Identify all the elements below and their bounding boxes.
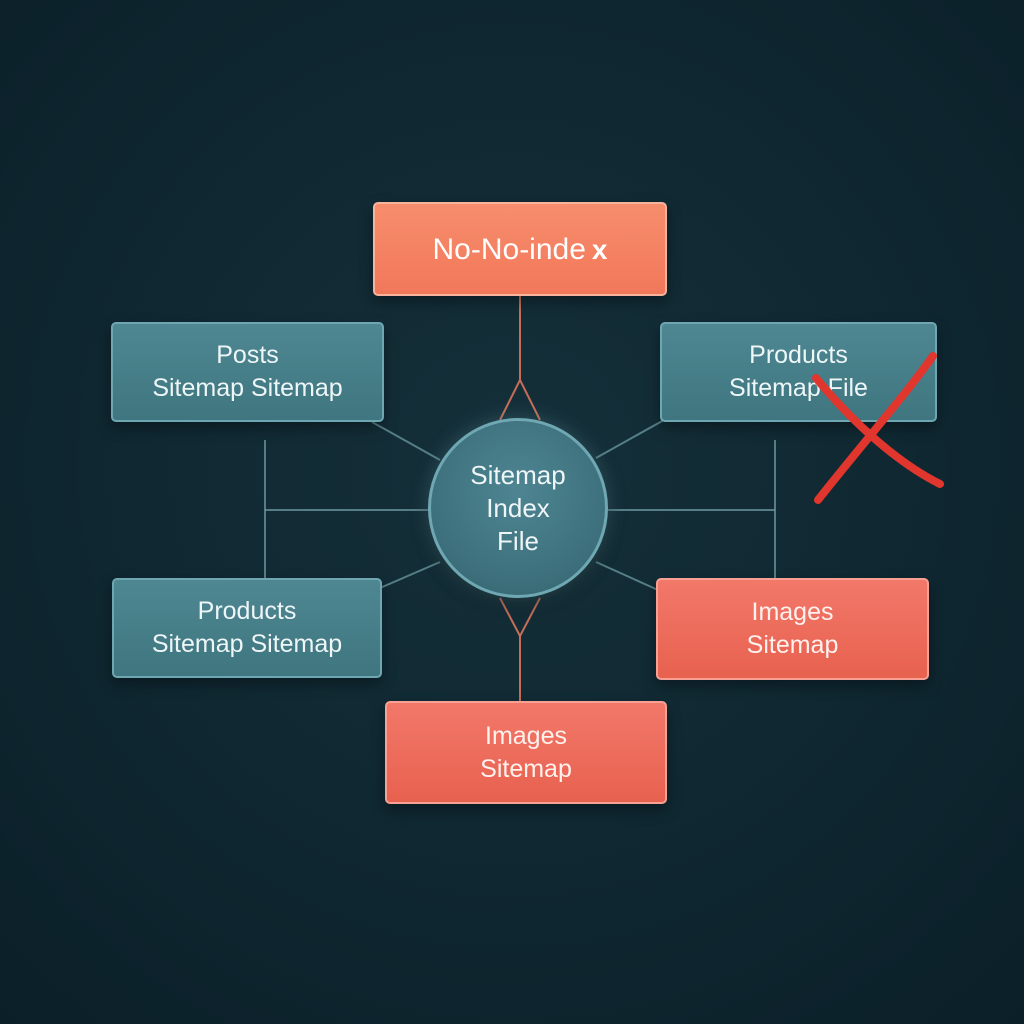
hub-line1: Sitemap xyxy=(470,459,566,490)
products-sitemap-bottom-line1: Products xyxy=(197,597,297,625)
images-sitemap-right-node: Images Sitemap xyxy=(656,578,929,680)
posts-sitemap-node: Posts Sitemap Sitemap xyxy=(111,322,384,422)
connector-products-top xyxy=(595,419,665,459)
noindex-node: No-No-inde x xyxy=(373,202,667,296)
x-mark-icon: x xyxy=(591,233,608,265)
posts-sitemap-line1: Posts xyxy=(216,341,279,369)
connector-images-right xyxy=(595,561,659,591)
posts-sitemap-line2: Sitemap Sitemap xyxy=(152,374,343,402)
products-sitemap-bottom-node: Products Sitemap Sitemap xyxy=(112,578,382,678)
products-sitemap-bottom-line2: Sitemap Sitemap xyxy=(151,630,343,658)
connector-bottom-fork xyxy=(499,597,541,637)
images-sitemap-bottom-node: Images Sitemap xyxy=(385,701,667,804)
images-sitemap-right-line2: Sitemap xyxy=(746,631,839,659)
noindex-label: No-No-inde xyxy=(432,232,586,266)
images-sitemap-bottom-line1: Images xyxy=(485,721,567,750)
hub-line2: Index xyxy=(486,492,550,523)
connector-products-bottom xyxy=(379,561,441,589)
connector-top-fork xyxy=(499,379,541,421)
products-sitemap-top-line1: Products xyxy=(749,341,848,369)
hub-line3: File xyxy=(497,525,539,556)
connector-posts xyxy=(371,421,441,461)
products-sitemap-top-line2: Sitemap File xyxy=(729,374,868,402)
images-sitemap-right-line1: Images xyxy=(751,598,834,626)
sitemap-index-hub: Sitemap Index File xyxy=(428,418,608,598)
images-sitemap-bottom-line2: Sitemap xyxy=(480,754,572,783)
cross-out-icon xyxy=(812,352,944,504)
